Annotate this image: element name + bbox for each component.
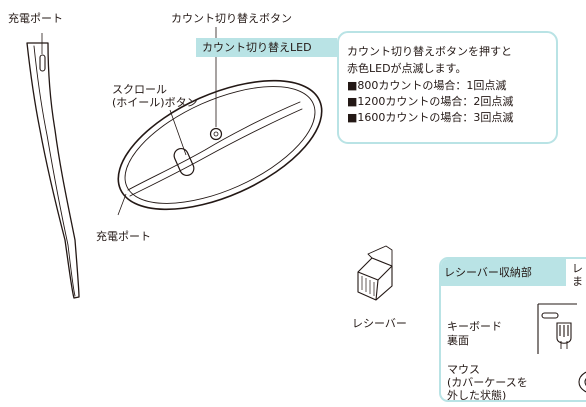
info-line: カウント切り替えボタンを押すと	[347, 45, 512, 58]
leader-line	[169, 109, 187, 156]
info-line: 赤色LEDが点滅します。	[347, 62, 467, 75]
mouse-receiver-slot	[578, 371, 586, 393]
mouse-side-view	[26, 42, 80, 299]
count-led-info-box: カウント切り替えボタンを押すと 赤色LEDが点滅します。 ■800カウントの場合…	[337, 31, 558, 144]
info-line: ■1600カウントの場合：3回点滅	[347, 111, 514, 124]
receiver-dongle	[357, 245, 393, 301]
scroll-wheel-label-line1: スクロール	[112, 83, 167, 96]
receiver-storage-panel: レシーバー収納部 レ ま キーボード 裏面 マウス (カバーケースを 外した状態…	[439, 257, 586, 402]
count-led-title: カウント切り替えLED	[196, 38, 337, 57]
receiver-storage-title: レシーバー収納部	[441, 259, 566, 286]
receiver-storage-note-line2: ま	[572, 275, 583, 288]
info-line: ■800カウントの場合：1回点滅	[347, 79, 507, 92]
receiver-storage-note-line1: レ	[572, 262, 583, 275]
leader-line	[117, 193, 127, 216]
charge-port-label-top: 充電ポート	[8, 12, 63, 25]
mouse-underside-label-line2: (カバーケースを	[447, 376, 528, 389]
mouse-top-view	[117, 79, 323, 211]
count-switch-button-label: カウント切り替えボタン	[171, 12, 292, 25]
mouse-underside-label-line1: マウス	[447, 363, 480, 376]
charge-port-label-bottom: 充電ポート	[96, 230, 151, 243]
keyboard-receiver-slot	[537, 303, 577, 354]
keyboard-underside-label-line2: 裏面	[447, 334, 469, 347]
mouse-underside-label-line3: 外した状態)	[447, 389, 507, 402]
info-line: ■1200カウントの場合：2回点滅	[347, 95, 514, 108]
receiver-label: レシーバー	[352, 317, 407, 330]
keyboard-underside-label-line1: キーボード	[447, 320, 502, 333]
scroll-wheel-label-line2: (ホイール)ボタン	[112, 96, 198, 109]
